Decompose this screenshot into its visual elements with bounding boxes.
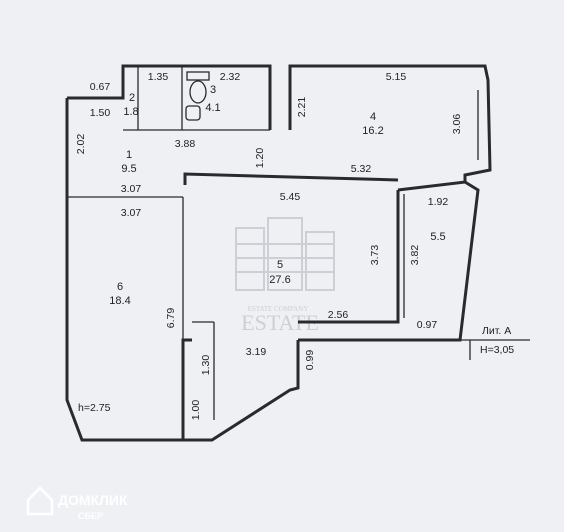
walls (65, 64, 492, 442)
wall-top-left (67, 64, 272, 130)
toilet-tank (186, 71, 210, 81)
house-icon (26, 486, 54, 516)
dim-3-07-top: 3.07 (121, 183, 142, 195)
room-2-id: 2 (129, 92, 135, 104)
dim-5-15: 5.15 (386, 71, 407, 83)
dim-2-02: 2.02 (75, 134, 87, 155)
dim-0-67: 0.67 (90, 81, 111, 93)
dimension-labels: 1.35 2.32 5.15 0.67 1.50 2.21 3.06 2.02 … (75, 71, 463, 420)
room-4-area: 16.2 (362, 125, 383, 137)
toilet-bowl-icon (189, 80, 207, 104)
dim-3-73: 3.73 (369, 245, 381, 266)
wall-room4 (288, 64, 492, 182)
wall-room5-top (183, 172, 399, 185)
wall-left-outer (65, 98, 192, 442)
room-6-id: 6 (117, 281, 123, 293)
dim-6-79: 6.79 (165, 308, 177, 329)
dim-3-82: 3.82 (409, 245, 421, 266)
room-1-id: 1 (126, 149, 132, 161)
dim-3-19: 3.19 (246, 346, 267, 358)
dim-0-97: 0.97 (417, 319, 438, 331)
height-main: Н=3,05 (480, 344, 514, 356)
dim-3-07-bottom: 3.07 (121, 207, 142, 219)
dim-5-45: 5.45 (280, 191, 301, 203)
room-3-area: 4.1 (205, 102, 220, 114)
height-room6: h=2.75 (78, 402, 111, 414)
balcony-area: 5.5 (430, 231, 445, 243)
wall-living-right (298, 180, 480, 342)
fixtures (185, 71, 210, 121)
lit-label: Лит. А (482, 325, 511, 337)
dim-2-21: 2.21 (296, 97, 308, 118)
wall-room5-right (298, 190, 400, 324)
height-labels: Лит. А Н=3,05 h=2.75 (78, 325, 514, 414)
wall-bottom-diagonal (183, 340, 300, 442)
room-3-id: 3 (210, 84, 216, 96)
room-5-area: 27.6 (269, 274, 290, 286)
dim-0-99: 0.99 (304, 350, 316, 371)
dim-1-00: 1.00 (190, 400, 202, 421)
dim-1-35: 1.35 (148, 71, 169, 83)
brand-sub: СБЕР (78, 511, 103, 521)
room-labels: 2 1.8 3 4.1 4 16.2 1 9.5 5 27.6 6 18.4 5… (109, 84, 445, 307)
partitions (67, 66, 530, 420)
dim-1-20: 1.20 (254, 148, 266, 169)
building-logo (235, 217, 335, 291)
dim-1-50: 1.50 (90, 107, 111, 119)
watermark-sub: ESTATE COMPANY (248, 305, 309, 313)
room-6-area: 18.4 (109, 295, 130, 307)
brand-name: ДОМКЛИК (58, 492, 128, 508)
room-1-area: 9.5 (121, 163, 136, 175)
dim-5-32: 5.32 (351, 163, 372, 175)
sink-icon (185, 105, 201, 121)
dim-3-06: 3.06 (451, 114, 463, 135)
dim-3-88: 3.88 (175, 138, 196, 150)
dim-1-30: 1.30 (200, 355, 212, 376)
dim-1-92: 1.92 (428, 196, 449, 208)
dim-2-32: 2.32 (220, 71, 241, 83)
room-5-id: 5 (277, 259, 283, 271)
room-2-area: 1.8 (123, 106, 138, 118)
room-4-id: 4 (370, 111, 376, 123)
domclick-logo: ДОМКЛИК СБЕР (26, 486, 128, 521)
dim-2-56: 2.56 (328, 309, 349, 321)
